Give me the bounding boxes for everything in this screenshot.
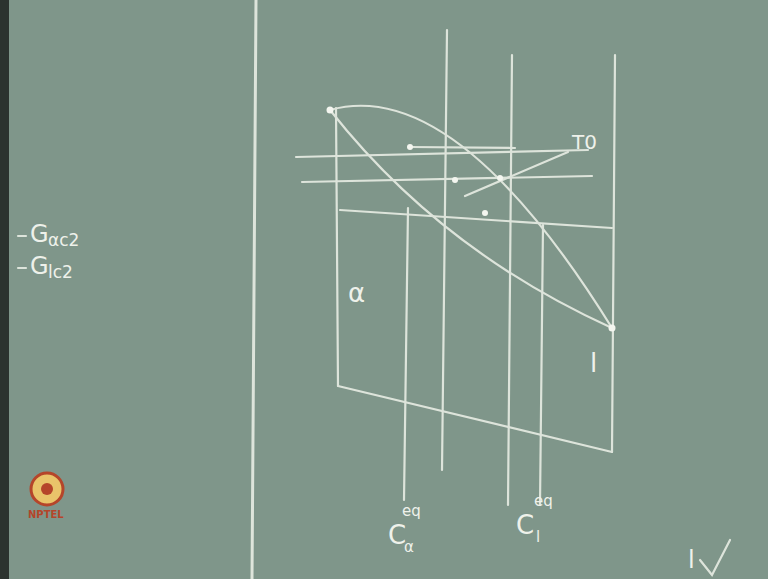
board-edge bbox=[0, 0, 9, 579]
phase-diagram bbox=[18, 0, 730, 579]
point bbox=[497, 175, 503, 181]
tick-mark bbox=[700, 540, 730, 575]
logo-text: NPTEL bbox=[28, 510, 64, 520]
logo-ring bbox=[31, 473, 63, 505]
phase-label: l bbox=[590, 350, 597, 376]
isotherm bbox=[296, 150, 588, 157]
subscript-label: αc2 bbox=[48, 232, 79, 249]
superscript-label: eq bbox=[402, 504, 421, 519]
liquidus-curve bbox=[330, 106, 612, 328]
composition-line bbox=[404, 208, 408, 500]
symbol-label: G bbox=[30, 254, 49, 278]
phase-label: α bbox=[348, 280, 365, 306]
logo-core bbox=[41, 483, 53, 495]
point bbox=[407, 144, 413, 150]
dash-mark bbox=[18, 235, 26, 237]
note-label: l bbox=[688, 548, 695, 572]
symbol-label: C bbox=[516, 512, 534, 538]
dash-mark bbox=[18, 267, 26, 269]
subscript-label: l bbox=[536, 530, 540, 545]
symbol-label: C bbox=[388, 522, 406, 548]
point bbox=[482, 210, 488, 216]
point bbox=[452, 177, 458, 183]
tie-line bbox=[410, 147, 515, 148]
composition-line bbox=[442, 30, 447, 470]
point bbox=[609, 325, 616, 332]
point bbox=[327, 107, 334, 114]
points bbox=[327, 107, 616, 332]
isotherm bbox=[302, 176, 592, 182]
symbol-label: G bbox=[30, 222, 49, 246]
board-divider bbox=[252, 0, 256, 579]
subscript-label: α bbox=[404, 540, 414, 555]
subscript-label: lc2 bbox=[48, 264, 73, 281]
superscript-label: eq bbox=[534, 494, 553, 509]
solidus-curve bbox=[330, 110, 612, 328]
axis-right bbox=[612, 55, 615, 452]
t0-leader bbox=[465, 152, 568, 196]
logo-emblem bbox=[31, 473, 63, 505]
isotherm bbox=[340, 210, 612, 228]
axis-left bbox=[336, 108, 338, 386]
temperature-label: T0 bbox=[572, 132, 597, 152]
axis-bottom bbox=[338, 386, 612, 452]
composition-line bbox=[508, 55, 512, 505]
composition-line bbox=[540, 225, 543, 505]
